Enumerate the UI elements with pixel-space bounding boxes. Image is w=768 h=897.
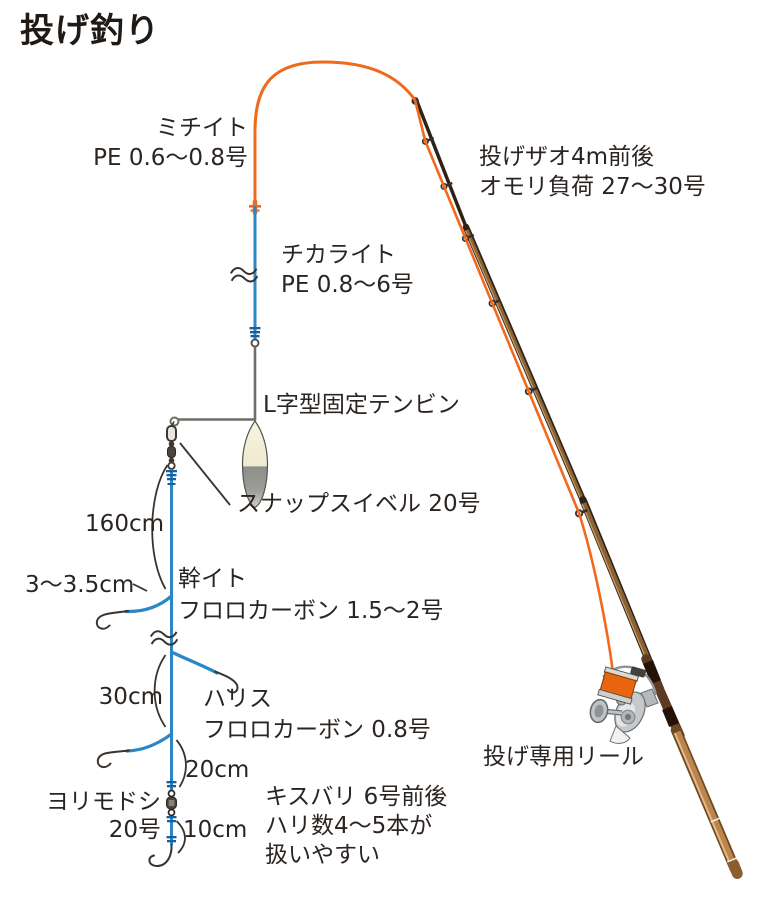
- tenbin-wire: [169, 346, 257, 427]
- trunk-top-knot: [166, 470, 177, 485]
- reel-body-keel: [609, 725, 631, 744]
- hook-note-line3: 扱いやすい: [265, 842, 380, 868]
- casting-rod: [414, 97, 743, 879]
- tenbin-label: L字型固定テンビン: [263, 392, 460, 418]
- bracket-30cm: [153, 654, 167, 728]
- dropper-branch-2: [169, 650, 239, 694]
- shock-leader-spec: PE 0.8〜6号: [281, 272, 414, 298]
- snap-swivel-icon: [166, 421, 177, 470]
- reel-handle-knob: [589, 698, 609, 724]
- fishing-reel: [589, 665, 659, 744]
- hook-icon: [148, 844, 173, 867]
- swivel-name: ヨリモドシ: [46, 789, 161, 815]
- leader-bottom-knot: [249, 327, 261, 338]
- length-160cm: 160cm: [85, 511, 164, 537]
- hook-icon: [95, 610, 129, 630]
- hook-icon: [96, 749, 130, 769]
- hook-icon: [214, 670, 239, 694]
- main-line-label: ミチイト PE 0.6〜0.8号: [93, 113, 248, 173]
- rod-label-line2: オモリ負荷 27〜30号: [479, 174, 706, 200]
- reel-label: 投げ専用リール: [483, 744, 644, 770]
- swivel-spec: 20号: [108, 817, 161, 843]
- leader-loop: [250, 338, 260, 348]
- main-line-arc: [253, 60, 417, 211]
- shock-leader-label: チカライト PE 0.8〜6号: [281, 240, 414, 300]
- pointer-snap-swivel: [179, 442, 231, 506]
- bracket-10cm: [175, 820, 186, 854]
- bracket-160cm: [151, 464, 169, 590]
- bottom-hook: [148, 836, 177, 867]
- pointer-3-35cm: [132, 583, 148, 592]
- trunk-line-name: 幹イト: [178, 566, 247, 592]
- break-mark-lower: [149, 630, 179, 646]
- length-30cm: 30cm: [98, 684, 163, 710]
- hook-note-label: キスバリ 6号前後 ハリ数4〜5本が 扱いやすい: [265, 783, 447, 870]
- harisu-name: ハリス: [203, 686, 272, 712]
- rod-butt-cap: [728, 858, 743, 879]
- sinker: [241, 419, 269, 509]
- page-title: 投げ釣り: [20, 11, 160, 51]
- swivel-label: ヨリモドシ 20号: [46, 788, 161, 844]
- length-20cm: 20cm: [185, 757, 250, 783]
- length-3-35cm: 3〜3.5cm: [25, 572, 135, 598]
- rod-label: 投げザオ4m前後 オモリ負荷 27〜30号: [479, 142, 706, 202]
- hook-note-line2: ハリ数4〜5本が: [265, 813, 433, 839]
- harisu-spec: フロロカーボン 0.8号: [203, 717, 431, 743]
- harisu-label: ハリス フロロカーボン 0.8号: [203, 684, 431, 746]
- trunk-line-spec: フロロカーボン 1.5〜2号: [178, 598, 444, 624]
- hook-note-line1: キスバリ 6号前後: [265, 784, 448, 810]
- rod-label-line1: 投げザオ4m前後: [479, 144, 655, 170]
- bracket-20cm: [175, 739, 187, 788]
- length-10cm: 10cm: [183, 817, 248, 843]
- shock-leader-name: チカライト: [281, 242, 396, 268]
- dropper-branch-1: [95, 594, 174, 630]
- main-line-spec: PE 0.6〜0.8号: [93, 145, 248, 171]
- main-line-along-rod: [413, 99, 614, 670]
- break-mark-upper: [229, 267, 259, 283]
- trunk-line-label: 幹イト フロロカーボン 1.5〜2号: [178, 563, 444, 627]
- snap-swivel-label: スナップスイベル 20号: [237, 491, 481, 517]
- main-line-name: ミチイト: [156, 115, 248, 141]
- swivel-icon: [166, 781, 177, 823]
- reel-spool: [597, 666, 646, 705]
- annotation-lines: [132, 442, 231, 854]
- dropper-branch-3: [96, 732, 174, 769]
